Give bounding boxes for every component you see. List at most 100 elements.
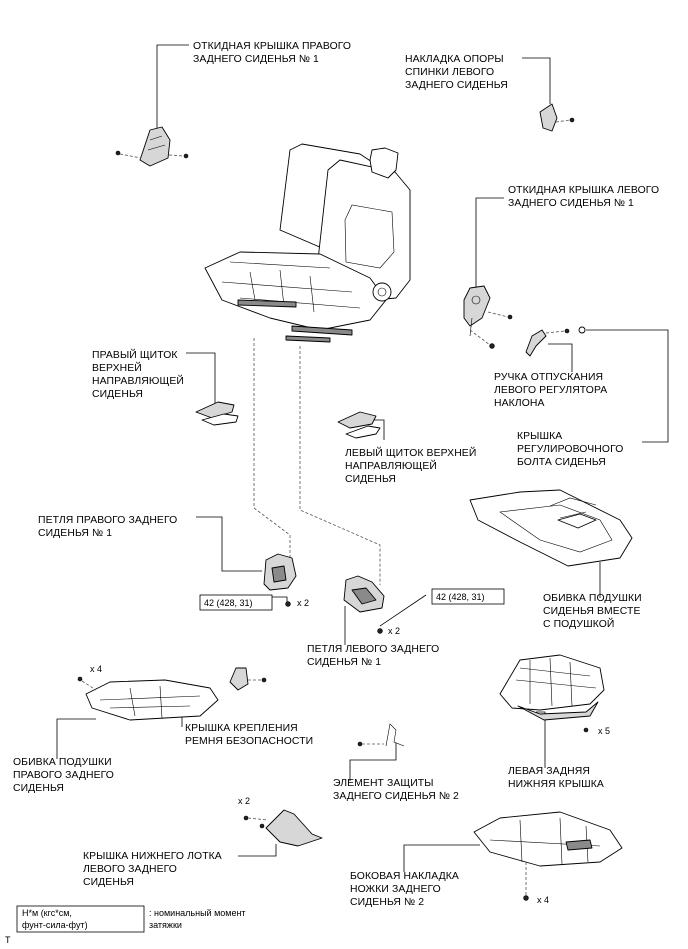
torque-box xyxy=(431,588,505,605)
cushion-cover-with-pad-part xyxy=(469,489,633,567)
screw-icon xyxy=(357,741,363,747)
label-line: ЗАДНЕГО СИДЕНЬЯ xyxy=(405,80,508,91)
leader-line xyxy=(379,594,427,627)
label-right-flip-cover: ОТКИДНАЯ КРЫШКА ПРАВОГО ЗАДНЕГО СИДЕНЬЯ … xyxy=(193,41,351,65)
leader-line xyxy=(536,711,546,768)
legend-description-line: затяжки xyxy=(149,920,182,930)
leader-line xyxy=(196,516,262,572)
qty-leg-trim-screws: x 4 xyxy=(537,895,549,905)
label-line: ВЕРХНЕЙ xyxy=(92,361,142,374)
right-rear-cushion-cover-part xyxy=(77,676,219,721)
label-line: ЛЕВЫЙ ЩИТОК ВЕРХНЕЙ xyxy=(345,446,476,459)
label-line: СИДЕНЬЯ xyxy=(83,877,134,888)
bolt-icon xyxy=(285,601,291,607)
label-line: ЛЕВОГО РЕГУЛЯТОРА xyxy=(494,385,607,396)
label-line: РЕМНЯ БЕЗОПАСНОСТИ xyxy=(185,736,313,747)
rear-seat-protector-2-part xyxy=(357,723,405,747)
label-right-rear-seat-hinge: ПЕТЛЯ ПРАВОГО ЗАДНЕГО СИДЕНЬЯ № 1 xyxy=(38,515,177,539)
label-rear-seat-leg-side-trim-2: БОКОВАЯ НАКЛАДКА НОЖКИ ЗАДНЕГО СИДЕНЬЯ №… xyxy=(350,871,459,908)
leader-line xyxy=(548,343,573,372)
left-rear-seat-hinge-part xyxy=(343,575,385,634)
label-line: ЗАДНЕГО СИДЕНЬЯ № 2 xyxy=(333,791,459,802)
leader-line xyxy=(522,57,551,104)
left-backrest-support-trim-part xyxy=(539,103,575,132)
label-line: НАПРАВЛЯЮЩЕЙ xyxy=(92,374,184,387)
label-line: ОТКИДНАЯ КРЫШКА ПРАВОГО xyxy=(193,41,351,52)
label-left-lower-tray-cover: КРЫШКА НИЖНЕГО ЛОТКА ЛЕВОГО ЗАДНЕГО СИДЕ… xyxy=(83,851,222,888)
assembly-guide-lines xyxy=(253,338,381,585)
label-line: БОЛТА СИДЕНЬЯ xyxy=(517,457,606,468)
screw-icon xyxy=(564,328,570,334)
rear-seat-leg-side-trim-2-part xyxy=(473,811,623,901)
label-line: НАКЛОНА xyxy=(494,398,545,409)
torque-spec-right-hinge: 42 (428, 31) xyxy=(199,594,273,611)
legend-units-line: фунт-сила-фут) xyxy=(22,920,88,930)
label-left-rear-lower-cover: ЛЕВАЯ ЗАДНЯЯ НИЖНЯЯ КРЫШКА xyxy=(508,766,604,790)
label-line: БОКОВАЯ НАКЛАДКА xyxy=(350,871,459,882)
screw-icon xyxy=(115,150,121,156)
label-line: СИДЕНЬЯ № 2 xyxy=(350,897,424,908)
seat-belt-anchor-cover-part xyxy=(229,667,267,691)
right-rear-seat-hinge-part xyxy=(263,553,297,607)
legend-description-line: : номинальный момент xyxy=(149,908,246,918)
left-rear-lower-cover-part xyxy=(499,654,605,733)
label-line: ОБИВКА ПОДУШКИ xyxy=(13,757,112,768)
leader-line xyxy=(56,718,96,759)
label-line: КРЫШКА НИЖНЕГО ЛОТКА xyxy=(83,851,222,862)
guide-line xyxy=(299,346,381,585)
label-line: РУЧКА ОТПУСКАНИЯ xyxy=(494,372,603,383)
leader-lines xyxy=(56,44,669,872)
label-cushion-cover-with-pad: ОБИВКА ПОДУШКИ СИДЕНЬЯ ВМЕСТЕ С ПОДУШКОЙ xyxy=(543,593,642,630)
label-left-upper-track-shield: ЛЕВЫЙ ЩИТОК ВЕРХНЕЙ НАПРАВЛЯЮЩЕЙ СИДЕНЬЯ xyxy=(345,446,476,485)
screw-icon xyxy=(507,314,513,320)
leader-line xyxy=(238,844,277,857)
label-line: ОТКИДНАЯ КРЫШКА ЛЕВОГО xyxy=(508,185,659,196)
qty-right-hinge-bolts: x 2 xyxy=(297,598,309,608)
label-line: ЗАДНЕГО СИДЕНЬЯ № 1 xyxy=(193,54,319,65)
leader-line xyxy=(586,329,669,443)
bolt-icon xyxy=(377,628,383,634)
screw-icon xyxy=(569,117,575,123)
right-upper-track-shield-part xyxy=(195,401,239,426)
screw-icon xyxy=(77,676,83,682)
torque-spec-left-hinge: 42 (428, 31) xyxy=(431,588,505,605)
label-line: НАПРАВЛЯЮЩЕЙ xyxy=(345,459,437,472)
left-lower-tray-cover-part xyxy=(243,809,323,847)
label-line: СИДЕНЬЯ № 1 xyxy=(307,657,381,668)
left-recliner-release-handle-part xyxy=(525,328,570,357)
screw-icon xyxy=(243,815,249,821)
right-flip-cover-part xyxy=(115,126,189,167)
seat-adjuster-bolt-cover-part xyxy=(578,326,586,334)
label-line: ПРАВОГО ЗАДНЕГО xyxy=(13,770,114,781)
qty-right-cushion-screws: x 4 xyxy=(90,664,102,674)
label-line: ЛЕВАЯ ЗАДНЯЯ xyxy=(508,766,590,777)
legend-box xyxy=(16,905,145,933)
torque-value: 42 (428, 31) xyxy=(204,598,253,608)
left-upper-track-shield-part xyxy=(337,411,381,439)
bolt-icon xyxy=(489,343,495,349)
label-left-backrest-support-trim: НАКЛАДКА ОПОРЫ СПИНКИ ЛЕВОГО ЗАДНЕГО СИД… xyxy=(405,54,508,91)
label-line: НОЖКИ ЗАДНЕГО xyxy=(350,884,441,895)
torque-value: 42 (428, 31) xyxy=(436,592,485,602)
label-line: ЛЕВОГО ЗАДНЕГО xyxy=(83,864,177,875)
label-line: КРЫШКА КРЕПЛЕНИЯ xyxy=(185,723,298,734)
label-right-rear-cushion-cover: ОБИВКА ПОДУШКИ ПРАВОГО ЗАДНЕГО СИДЕНЬЯ xyxy=(13,757,114,794)
screw-icon xyxy=(261,677,267,683)
leader-line xyxy=(272,596,288,604)
label-rear-seat-protector-2: ЭЛЕМЕНТ ЗАЩИТЫ ЗАДНЕГО СИДЕНЬЯ № 2 xyxy=(333,778,459,802)
leader-line xyxy=(403,844,480,872)
label-seat-belt-anchor-cover: КРЫШКА КРЕПЛЕНИЯ РЕМНЯ БЕЗОПАСНОСТИ xyxy=(185,723,313,747)
screw-icon xyxy=(183,153,189,159)
label-line: РЕГУЛИРОВОЧНОГО xyxy=(517,444,623,455)
label-line: ЭЛЕМЕНТ ЗАЩИТЫ xyxy=(333,778,434,789)
label-line: СИДЕНЬЯ xyxy=(92,389,143,400)
label-left-rear-seat-hinge: ПЕТЛЯ ЛЕВОГО ЗАДНЕГО СИДЕНЬЯ № 1 xyxy=(307,644,439,668)
label-left-recliner-release-handle: РУЧКА ОТПУСКАНИЯ ЛЕВОГО РЕГУЛЯТОРА НАКЛО… xyxy=(494,372,607,409)
leader-line xyxy=(156,44,189,130)
corner-mark: T xyxy=(5,935,11,945)
guide-line xyxy=(253,338,291,560)
torque-legend: Н*м (кгс*см, фунт-сила-фут) : номинальны… xyxy=(16,905,246,933)
screw-icon xyxy=(523,895,529,901)
torque-box xyxy=(199,594,273,611)
